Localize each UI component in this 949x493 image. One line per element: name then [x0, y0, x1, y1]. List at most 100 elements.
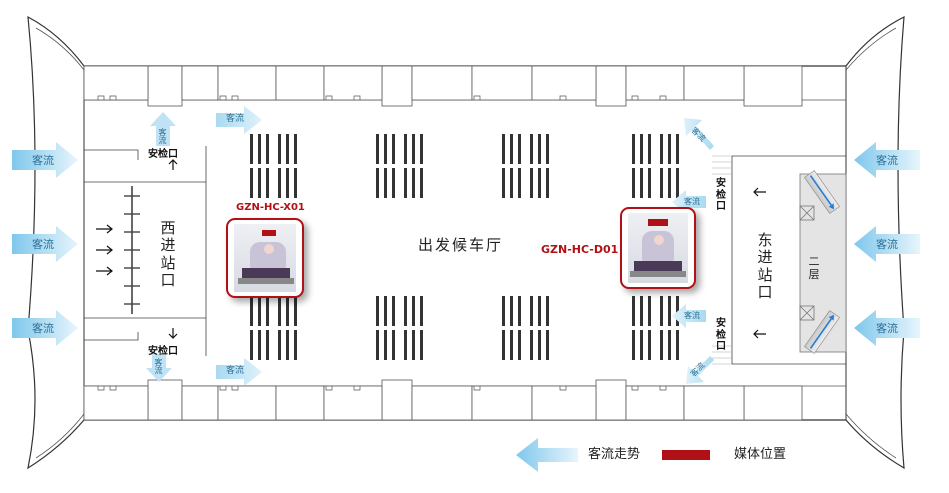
media-screen-east — [628, 213, 688, 283]
media-point-west[interactable] — [226, 218, 304, 298]
seat-row — [392, 134, 395, 164]
west-entrance-zone — [84, 146, 207, 356]
seat-row — [294, 330, 297, 360]
legend-flow-label: 客流走势 — [588, 447, 641, 462]
seat-row — [420, 168, 423, 198]
media-label-east: GZN-HC-D01 — [541, 243, 619, 256]
seat-row — [412, 134, 415, 164]
seat-row — [538, 330, 541, 360]
seat-row — [266, 168, 269, 198]
bottom-rooms — [83, 379, 803, 421]
seat-block — [376, 134, 423, 198]
seat-row — [530, 134, 533, 164]
seat-row — [640, 296, 643, 326]
seat-row — [530, 296, 533, 326]
seat-row — [412, 296, 415, 326]
flow-label-inner-west-up: 客流 — [158, 128, 167, 144]
seat-row — [546, 330, 549, 360]
flow-label-inner-east-3: 客流 — [684, 311, 700, 320]
seat-row — [286, 330, 289, 360]
west-entrance-label: 西进站口 — [160, 219, 176, 289]
seat-row — [404, 168, 407, 198]
seat-row — [384, 168, 387, 198]
seat-row — [502, 168, 505, 198]
seat-row — [258, 330, 261, 360]
seat-row — [250, 168, 253, 198]
flow-label-inner-top-left: 客流 — [226, 114, 245, 124]
legend-flow-arrow — [516, 438, 578, 472]
seat-row — [538, 134, 541, 164]
seat-block — [502, 296, 549, 360]
seat-row — [278, 134, 281, 164]
legend-media-label: 媒体位置 — [734, 447, 787, 462]
seat-row — [404, 296, 407, 326]
seat-row — [266, 296, 269, 326]
flow-label-inner-west-down: 客流 — [154, 358, 163, 374]
seat-row — [294, 296, 297, 326]
seat-row — [510, 168, 513, 198]
seat-row — [632, 168, 635, 198]
seat-row — [384, 134, 387, 164]
media-screen-west — [234, 224, 296, 292]
seat-block — [250, 134, 297, 198]
seat-row — [250, 134, 253, 164]
seat-row — [546, 168, 549, 198]
seat-row — [648, 168, 651, 198]
seat-row — [546, 296, 549, 326]
flow-label-west-3: 客流 — [32, 322, 54, 335]
seat-block — [632, 134, 679, 198]
seat-row — [530, 330, 533, 360]
media-point-east[interactable] — [620, 207, 696, 289]
security-check-west-bottom: 安检口 — [148, 346, 178, 357]
seat-row — [286, 296, 289, 326]
security-check-east-top: 安检口 — [716, 178, 726, 212]
security-check-west-top: 安检口 — [148, 149, 178, 160]
seat-row — [648, 330, 651, 360]
seat-row — [286, 168, 289, 198]
seat-row — [518, 134, 521, 164]
seat-row — [676, 330, 679, 360]
seat-row — [502, 134, 505, 164]
legend-media-swatch — [662, 450, 710, 460]
seat-row — [648, 296, 651, 326]
seat-row — [632, 296, 635, 326]
seat-row — [648, 134, 651, 164]
seat-row — [668, 330, 671, 360]
flow-label-east-3: 客流 — [876, 322, 898, 335]
seat-row — [660, 296, 663, 326]
media-label-west: GZN-HC-X01 — [236, 202, 305, 213]
seat-row — [250, 296, 253, 326]
seat-row — [392, 296, 395, 326]
seat-row — [412, 168, 415, 198]
flow-label-inner-bottom-left: 客流 — [226, 366, 245, 376]
seat-row — [632, 134, 635, 164]
seat-row — [250, 330, 253, 360]
flow-label-west-2: 客流 — [32, 238, 54, 251]
seat-row — [258, 134, 261, 164]
seat-row — [392, 330, 395, 360]
seat-row — [294, 134, 297, 164]
seat-row — [640, 168, 643, 198]
seat-row — [676, 296, 679, 326]
flow-label-inner-east-2: 客流 — [684, 197, 700, 206]
seat-row — [538, 168, 541, 198]
seat-row — [518, 296, 521, 326]
seat-block — [502, 134, 549, 198]
seat-row — [518, 168, 521, 198]
seat-row — [530, 168, 533, 198]
seat-row — [676, 134, 679, 164]
second-floor-label: 二层 — [808, 255, 820, 281]
seat-row — [376, 168, 379, 198]
interior-flow-arrows — [146, 106, 714, 386]
seat-row — [286, 134, 289, 164]
seat-row — [546, 134, 549, 164]
seat-row — [420, 330, 423, 360]
seat-row — [376, 330, 379, 360]
seat-row — [376, 296, 379, 326]
seat-row — [294, 168, 297, 198]
seat-row — [278, 296, 281, 326]
seat-block — [632, 296, 679, 360]
seat-row — [640, 330, 643, 360]
seat-row — [518, 330, 521, 360]
seat-row — [266, 134, 269, 164]
